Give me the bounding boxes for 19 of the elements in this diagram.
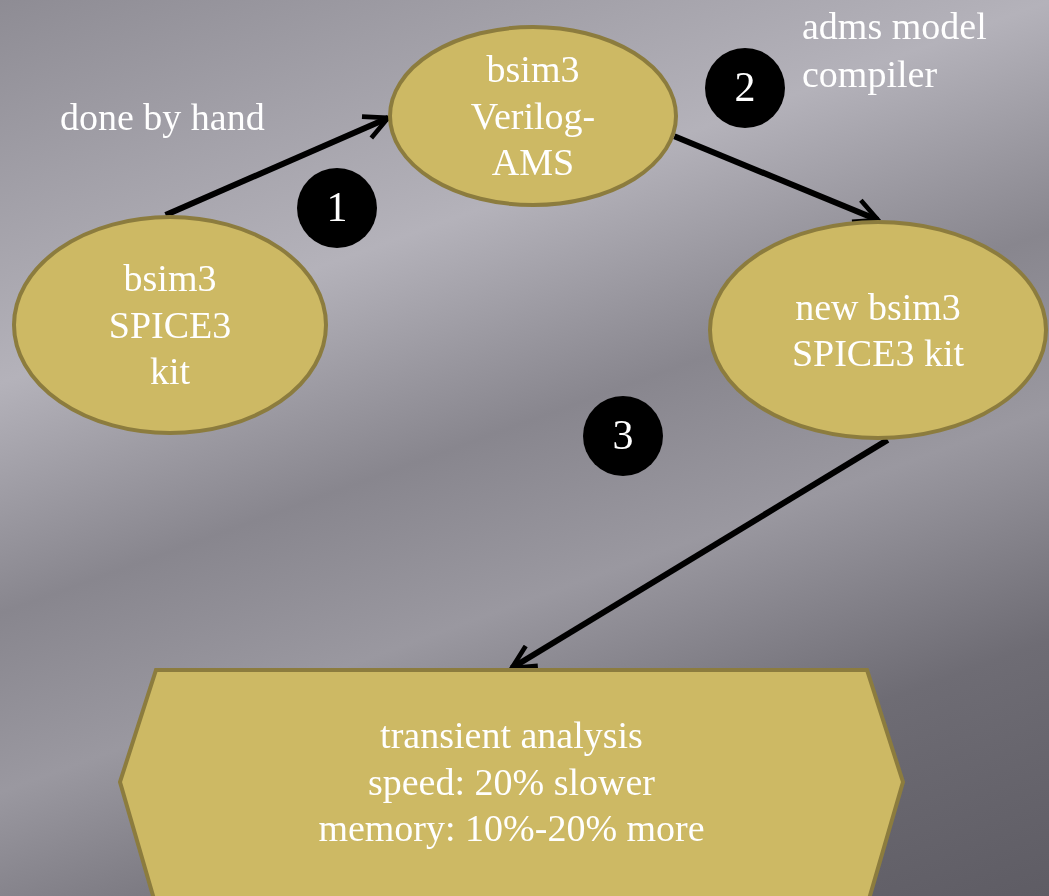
number-badge xyxy=(297,168,377,248)
ellipse-node xyxy=(388,25,678,207)
annotation-text: done by hand xyxy=(60,95,266,140)
node-text: memory: 10%-20% more xyxy=(318,806,705,852)
number-badge xyxy=(705,48,785,128)
callout-number: 2 xyxy=(733,63,757,113)
number-badge xyxy=(583,396,663,476)
node-text: bsim3 SPICE3 kit xyxy=(107,256,233,395)
ellipse-node xyxy=(708,220,1048,440)
node-text: transient analysis xyxy=(380,713,643,759)
hexagon-node xyxy=(118,668,905,896)
callout-number: 1 xyxy=(325,183,349,233)
callout-number: 3 xyxy=(611,411,635,461)
arrow xyxy=(509,437,890,671)
node-text: new bsim3 SPICE3 kit xyxy=(790,284,966,376)
node-text: bsim3 Verilog-AMS xyxy=(469,47,597,186)
annotation-text: adms model compiler xyxy=(802,4,988,97)
ellipse-node xyxy=(12,215,328,435)
node-text: speed: 20% slower xyxy=(367,759,655,805)
